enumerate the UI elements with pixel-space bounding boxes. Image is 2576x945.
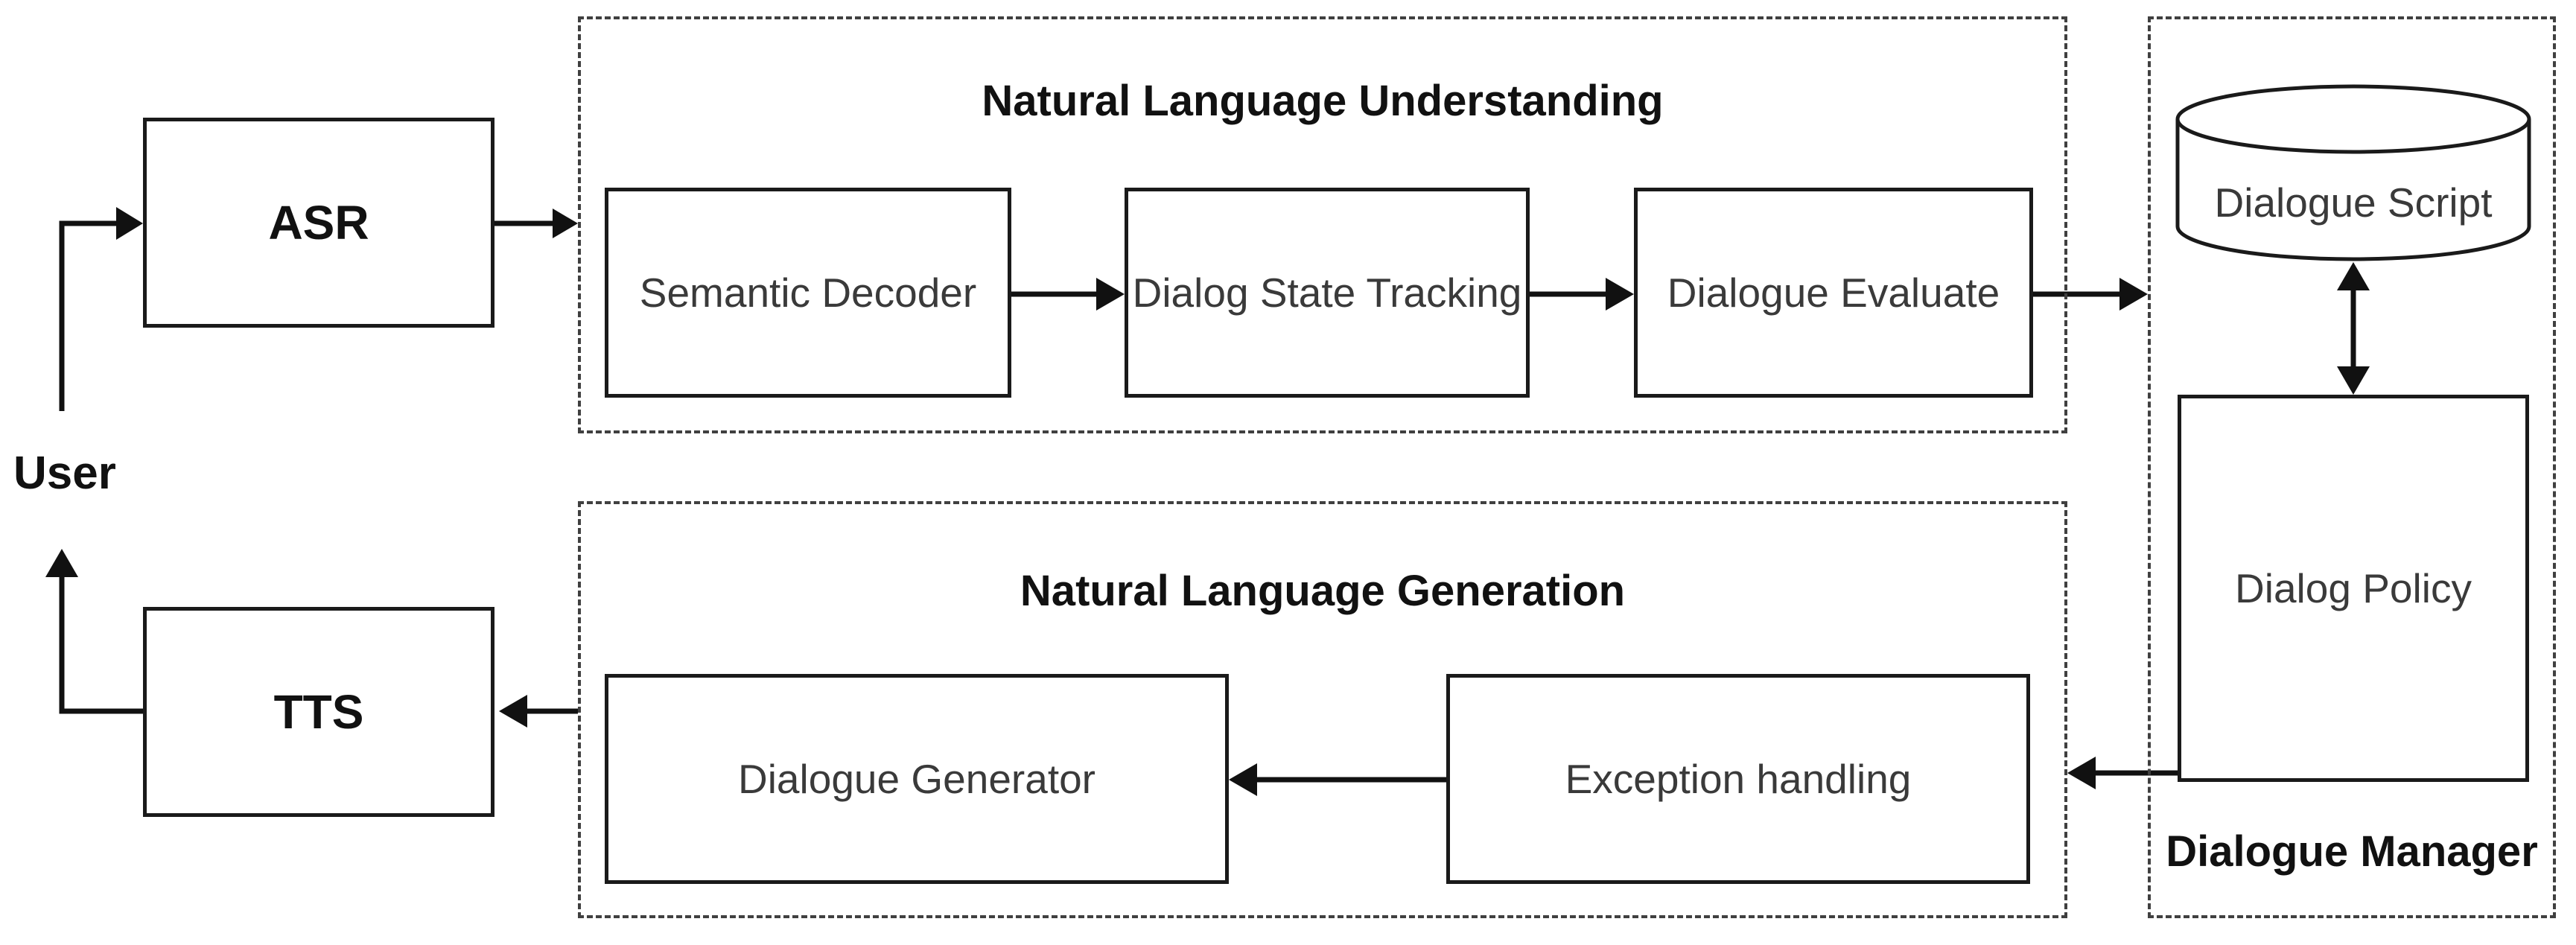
- exception-handling-label: Exception handling: [1565, 756, 1912, 802]
- dialogue-evaluate-label: Dialogue Evaluate: [1667, 270, 2000, 316]
- arrow-decoder-to-tracking-head: [1096, 278, 1125, 311]
- dialogue-evaluate-box: Dialogue Evaluate: [1634, 188, 2033, 398]
- dialog-state-tracking-label: Dialog State Tracking: [1132, 270, 1522, 316]
- dialogue-manager-group: [2148, 16, 2556, 918]
- arrow-policy-to-nlg-head: [2067, 757, 2096, 789]
- nlg-group: [578, 501, 2067, 918]
- nlu-title: Natural Language Understanding: [982, 77, 1664, 125]
- tts-box: TTS: [143, 607, 494, 817]
- semantic-decoder-box: Semantic Decoder: [605, 188, 1011, 398]
- asr-box: ASR: [143, 118, 494, 328]
- exception-handling-box: Exception handling: [1446, 674, 2030, 884]
- asr-label: ASR: [268, 196, 369, 249]
- dialog-policy-label: Dialog Policy: [2235, 565, 2472, 611]
- arrow-script-policy-head-up: [2337, 262, 2370, 290]
- arrow-script-policy-head-down: [2337, 366, 2370, 395]
- arrow-asr-to-nlu-head: [553, 209, 578, 238]
- arrow-tracking-to-evaluate-head: [1606, 278, 1634, 311]
- semantic-decoder-label: Semantic Decoder: [639, 270, 977, 316]
- nlu-group: [578, 16, 2067, 433]
- arrow-exception-to-generator-head: [1229, 763, 1257, 796]
- dialog-state-tracking-box: Dialog State Tracking: [1125, 188, 1530, 398]
- user-label: User: [13, 448, 116, 499]
- arrow-tts-to-user: [59, 577, 143, 714]
- dialog-policy-box: Dialog Policy: [2178, 395, 2529, 782]
- arrow-user-to-asr-head: [116, 207, 143, 240]
- nlg-title: Natural Language Generation: [1020, 567, 1626, 615]
- arrow-nlg-to-tts-head: [499, 695, 527, 728]
- arrow-evaluate-to-dm-head: [2119, 278, 2148, 311]
- tts-label: TTS: [273, 685, 364, 739]
- dialogue-script-database-icon: [2175, 84, 2531, 261]
- dialogue-generator-box: Dialogue Generator: [605, 674, 1229, 884]
- dialogue-generator-label: Dialogue Generator: [737, 756, 1095, 802]
- dialogue-script-label: Dialogue Script: [2214, 179, 2493, 226]
- arrow-tts-to-user-head: [45, 549, 78, 577]
- arrow-user-to-asr: [59, 220, 138, 411]
- dialogue-manager-title: Dialogue Manager: [2166, 827, 2538, 876]
